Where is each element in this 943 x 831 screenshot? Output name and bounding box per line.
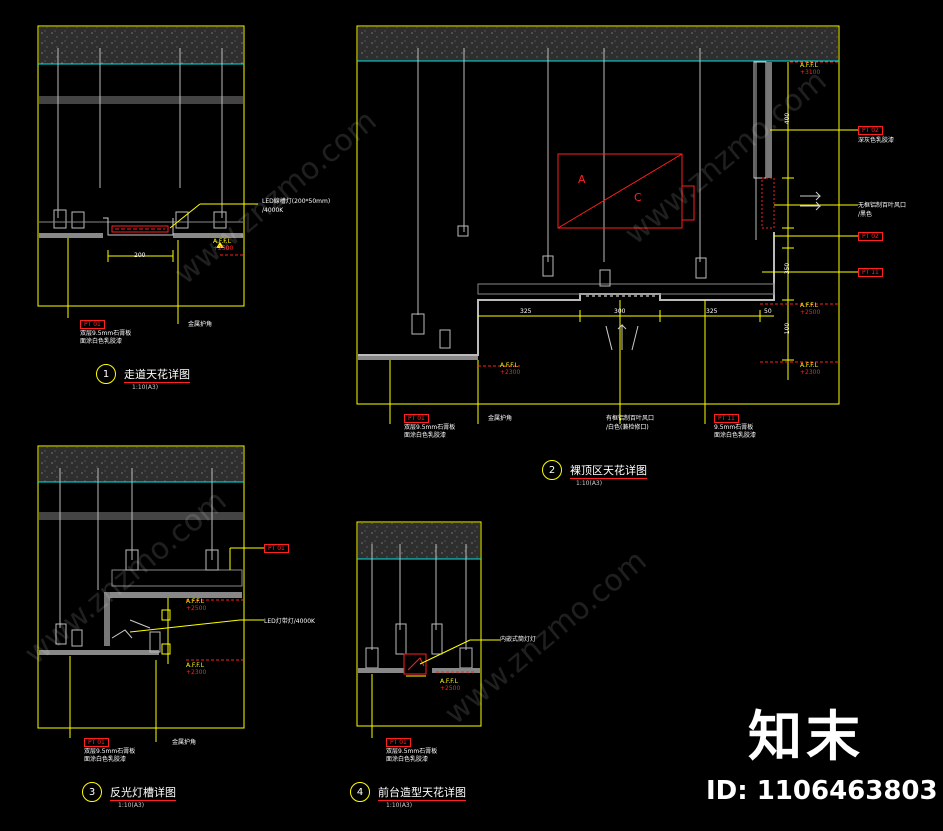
dim-300: 300 <box>614 308 626 315</box>
detail-1-title: 走道天花详图 <box>124 367 190 383</box>
detail-1-number: 1 <box>96 364 116 384</box>
tag-pt01-d3-top: PT 01 <box>264 544 289 553</box>
note-gypsum-b-d2: 面涂白色乳胶漆 <box>404 432 447 439</box>
watermark-id: ID: 1106463803 <box>706 776 938 806</box>
detail-4-scale: 1:10(A3) <box>386 802 413 809</box>
level-2300-d3: A.F.F.L+2300 <box>186 662 207 676</box>
detail-3-scale: 1:10(A3) <box>118 802 145 809</box>
note-led-strip: LED線槽灯(200*50mm) <box>262 198 331 205</box>
tag-pt01-d1: PT 01 <box>80 320 105 329</box>
note-gypsum-b-d3: 面涂白色乳胶漆 <box>84 756 127 763</box>
tag-pt01-d4: PT 01 <box>386 738 411 747</box>
detail-2-title: 裸顶区天花详图 <box>570 463 647 479</box>
note-led-strip-d3: LED灯带灯/4000K <box>264 618 315 625</box>
note-gypsum-a-d1: 双层9.5mm石膏板 <box>80 330 132 337</box>
detail-4-title-block: 4 前台造型天花详图 <box>350 782 466 802</box>
note-vent-2: /黑色 <box>858 211 873 218</box>
note-vent-b1: 有框铝制百叶风口 <box>606 415 655 422</box>
tag-pt01-d3: PT 01 <box>84 738 109 747</box>
level-2300-d2l: A.F.F.L+2300 <box>500 362 521 376</box>
dim-100: 100 <box>784 322 792 335</box>
level-2500-d4: A.F.F.L+2500 <box>440 678 461 692</box>
level-3100: A.F.F.L+3100 <box>800 62 821 76</box>
note-metal-corner-d3: 金属护角 <box>172 739 197 746</box>
note-gypsum11-b: 面涂白色乳胶漆 <box>714 432 757 439</box>
tag-pt01-d2: PT 01 <box>404 414 429 423</box>
note-metal-corner-d1: 金属护角 <box>188 321 213 328</box>
detail-1-title-block: 1 走道天花详图 <box>96 364 190 384</box>
note-vent-1: 无框铝制百叶风口 <box>858 202 907 209</box>
detail-2-title-block: 2 裸顶区天花详图 <box>542 460 647 480</box>
detail-2-frame <box>356 25 858 424</box>
dim-350: 350 <box>784 262 792 275</box>
dim-325-right: 325 <box>706 308 718 315</box>
note-gypsum-a-d4: 双层9.5mm石膏板 <box>386 748 438 755</box>
detail-2-scale: 1:10(A3) <box>576 480 603 487</box>
detail-4-title: 前台造型天花详图 <box>378 785 466 801</box>
detail-3-title-block: 3 反光灯槽详图 <box>82 782 176 802</box>
watermark-brand: 知末 <box>748 705 864 768</box>
note-gypsum-b-d1: 面涂白色乳胶漆 <box>80 338 123 345</box>
note-downlight: 内嵌式筒灯灯 <box>500 636 537 643</box>
level-d1: A.F.F.L+2500 <box>213 238 234 252</box>
level-2500-d3: A.F.F.L+2500 <box>186 598 207 612</box>
detail-4-frame <box>356 521 500 738</box>
note-gypsum-a-d3: 双层9.5mm石膏板 <box>84 748 136 755</box>
tag-pt11-d2: PT 11 <box>714 414 739 423</box>
note-gypsum-b-d4: 面涂白色乳胶漆 <box>386 756 429 763</box>
duct-letter-a: A <box>578 173 586 186</box>
level-2500-d2r: A.F.F.L+2500 <box>800 302 821 316</box>
tag-pt11-right: PT 11 <box>858 268 883 277</box>
dim-200: 200 <box>134 252 146 259</box>
detail-3-number: 3 <box>82 782 102 802</box>
note-gypsum-a-d2: 双层9.5mm石膏板 <box>404 424 456 431</box>
detail-3-frame <box>37 445 264 742</box>
note-pt02: 深灰色乳胶漆 <box>858 137 895 144</box>
duct-letter-c: C <box>634 191 642 204</box>
tag-pt02-top: PT 02 <box>858 126 883 135</box>
detail-1-frame <box>37 25 258 324</box>
note-metal-corner-d2: 金属护角 <box>488 415 513 422</box>
dim-325-left: 325 <box>520 308 532 315</box>
detail-4-number: 4 <box>350 782 370 802</box>
detail-3-title: 反光灯槽详图 <box>110 785 176 801</box>
dim-50: 50 <box>764 308 772 315</box>
detail-1-scale: 1:10(A3) <box>132 384 159 391</box>
note-4000k: /4000K <box>262 207 284 214</box>
level-2300-d2r: A.F.F.L+2300 <box>800 362 821 376</box>
tag-pt02-mid: PT 02 <box>858 232 883 241</box>
detail-2-number: 2 <box>542 460 562 480</box>
note-gypsum11-a: 9.5mm石膏板 <box>714 424 754 431</box>
note-vent-b2: /白色(兼检修口) <box>606 424 649 431</box>
